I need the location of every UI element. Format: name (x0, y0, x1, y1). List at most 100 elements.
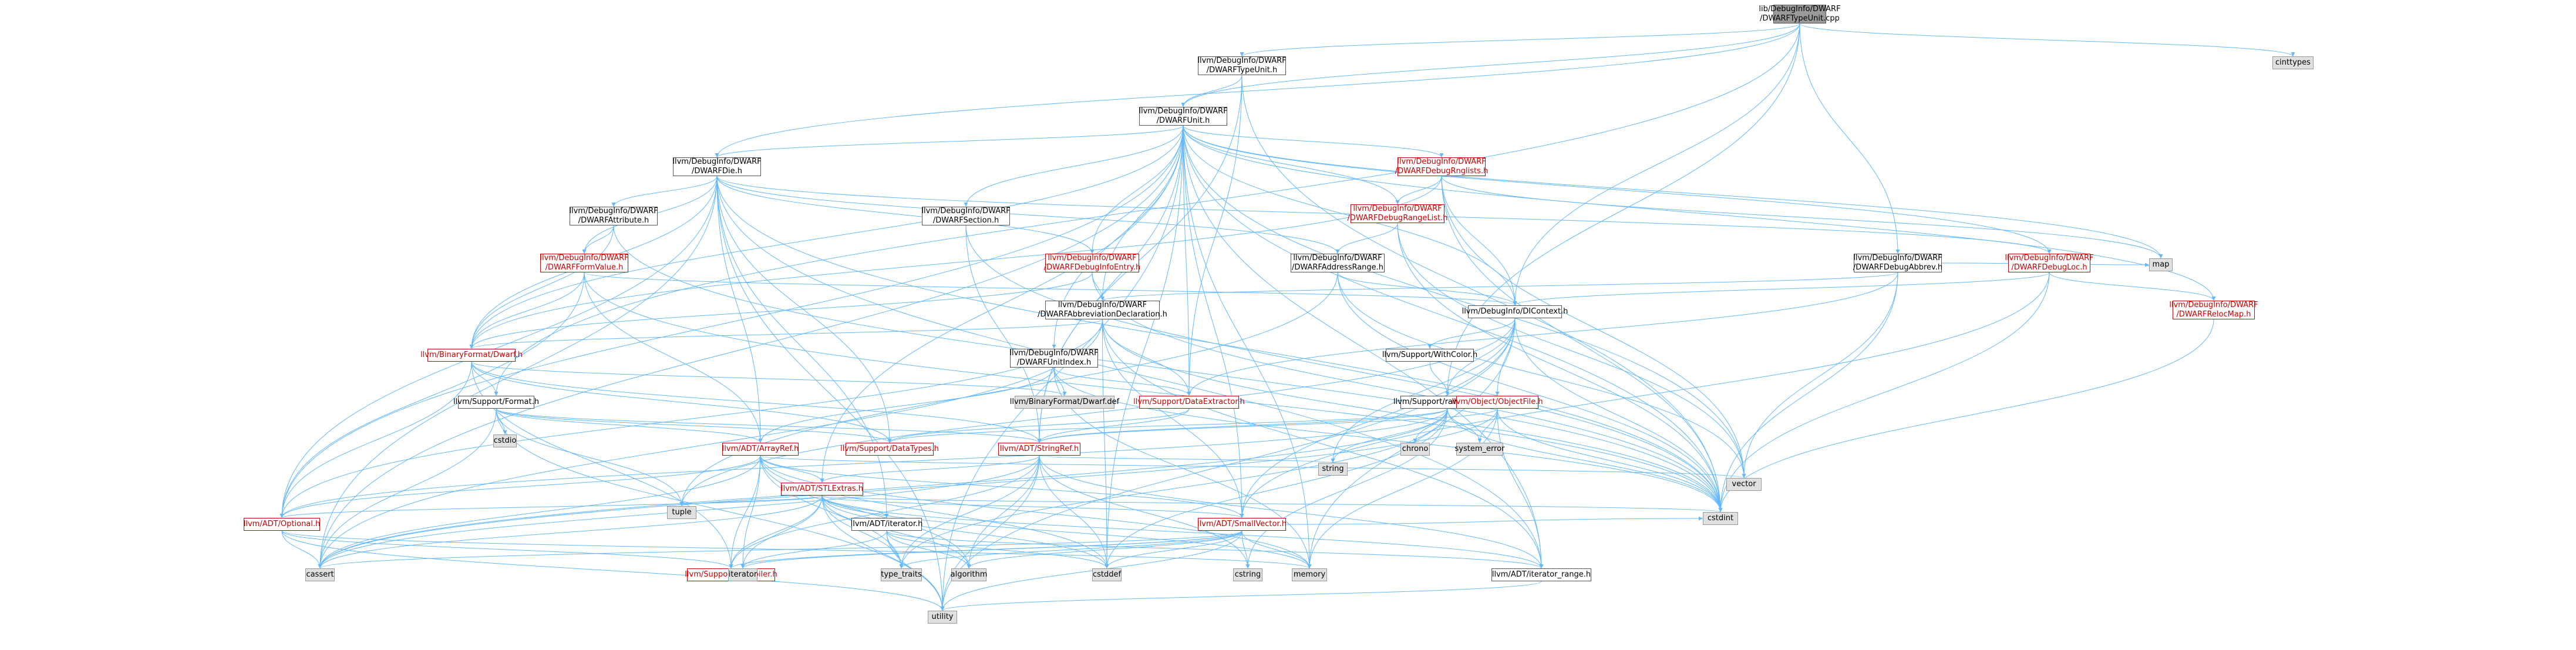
node-stlextras-h[interactable]: llvm/ADT/STLExtras.h (781, 483, 863, 496)
edge-root-to-unit-h (1181, 23, 1800, 107)
edge-attribute-h-to-cstdint (613, 225, 1723, 513)
node-datatypes-h[interactable]: llvm/Support/DataTypes.h (840, 443, 939, 456)
node-unit-h[interactable]: llvm/DebugInfo/DWARF /DWARFUnit.h (1139, 107, 1228, 126)
edge-dicontext-h-to-string (1331, 318, 1516, 463)
node-section-h[interactable]: llvm/DebugInfo/DWARF /DWARFSection.h (921, 207, 1011, 225)
edge-attribute-h-to-formvalue-h (582, 225, 614, 254)
edge-typeunit-h-to-unit-h (1181, 75, 1242, 107)
edge-smallvector-h-to-cstring (1241, 530, 1250, 569)
edge-formvalue-h-to-dicontext-h (584, 272, 1517, 306)
node-iterator-h[interactable]: llvm/ADT/iterator.h (851, 518, 922, 531)
node-optional-h[interactable]: llvm/ADT/Optional.h (244, 518, 320, 531)
node-cstring: cstring (1233, 568, 1262, 581)
node-vector: vector (1726, 478, 1762, 491)
edge-abbrevdecl-h-to-cstddef (1102, 319, 1109, 569)
edge-arrayref-h-to-cstddef (760, 455, 1109, 569)
edge-arrayref-h-to-memory (760, 455, 1312, 569)
edge-debugloc-h-to-relocmap-h (2049, 272, 2216, 301)
edge-smallvector-h-to-iterator (740, 530, 1242, 569)
edge-dataextractor-h-to-stringref-h (1037, 408, 1190, 443)
edge-debugloc-h-to-cstdint (1718, 272, 2050, 513)
node-addrrange-h[interactable]: llvm/DebugInfo/DWARF /DWARFAddressRange.… (1291, 254, 1385, 272)
node-unitindex-h[interactable]: llvm/DebugInfo/DWARF /DWARFUnitIndex.h (1009, 349, 1099, 368)
node-typeunit-h[interactable]: llvm/DebugInfo/DWARF /DWARFTypeUnit.h (1197, 56, 1287, 75)
edge-unit-h-to-cstddef (1105, 125, 1184, 569)
node-root: lib/DebugInfo/DWARF /DWARFTypeUnit.cpp (1759, 5, 1841, 23)
edge-root-to-debugabbrev-h (1799, 23, 1900, 254)
edge-formvalue-h-to-cstdint (584, 272, 1723, 513)
edge-dwarf-h-to-stringref-h (471, 361, 1042, 443)
edge-format-h-to-cassert (318, 408, 497, 569)
edge-rangelist-h-to-addrrange-h (1335, 223, 1398, 254)
node-infoentry-h[interactable]: llvm/DebugInfo/DWARF /DWARFDebugInfoEntr… (1043, 254, 1141, 272)
edge-abbrevdecl-h-to-smallvector-h (1102, 319, 1244, 518)
edge-raw-ostream-h-to-datatypes-h (887, 408, 1448, 443)
edge-raw-ostream-h-to-cassert (318, 408, 1448, 569)
edge-infoentry-h-to-cstdint (1092, 272, 1723, 513)
edge-dwarf-h-to-optional-h (280, 361, 472, 518)
edge-stringref-h-to-cstring (1039, 455, 1250, 569)
node-tuple: tuple (667, 506, 696, 519)
edge-raw-ostream-h-to-cstring (1245, 408, 1448, 569)
edge-die-h-to-iterator-range-h (716, 176, 1544, 569)
node-attribute-h[interactable]: llvm/DebugInfo/DWARF /DWARFAttribute.h (569, 207, 658, 225)
node-arrayref-h[interactable]: llvm/ADT/ArrayRef.h (722, 443, 799, 456)
edge-unit-h-to-iterator-range-h (1183, 125, 1544, 569)
node-relocmap-h[interactable]: llvm/DebugInfo/DWARF /DWARFRelocMap.h (2169, 301, 2258, 319)
edge-stringref-h-to-utility (940, 455, 1040, 611)
edge-format-h-to-arrayref-h (496, 408, 763, 443)
edge-die-h-to-attribute-h (611, 176, 718, 207)
edge-stringref-h-to-type-traits (899, 455, 1040, 569)
node-debugabbrev-h[interactable]: llvm/DebugInfo/DWARF /DWARFDebugAbbrev.h (1853, 254, 1943, 272)
node-format-h[interactable]: llvm/Support/Format.h (453, 396, 539, 409)
node-stringref-h[interactable]: llvm/ADT/StringRef.h (998, 443, 1080, 456)
edge-unit-h-to-debugloc-h (1183, 125, 2052, 254)
node-rangelist-h[interactable]: llvm/DebugInfo/DWARF /DWARFDebugRangeLis… (1347, 204, 1448, 223)
edge-unit-h-to-rangelist-h (1183, 125, 1400, 205)
node-utility: utility (928, 611, 957, 624)
node-debugloc-h[interactable]: llvm/DebugInfo/DWARF /DWARFDebugLoc.h (2005, 254, 2094, 272)
edge-stlextras-h-to-cstddef (821, 495, 1109, 569)
edge-dwarf-h-to-format-h (471, 361, 499, 396)
edge-arrayref-h-to-type-traits (760, 455, 904, 569)
edge-debugabbrev-h-to-vector (1742, 272, 1898, 479)
edge-dicontext-h-to-withcolor-h (1427, 318, 1516, 349)
edge-raw-ostream-h-to-stringref-h (1037, 408, 1448, 443)
node-die-h[interactable]: llvm/DebugInfo/DWARF /DWARFDie.h (672, 157, 762, 176)
edge-addrrange-h-to-vector (1337, 272, 1746, 479)
node-abbrevdecl-h[interactable]: llvm/DebugInfo/DWARF /DWARFAbbreviationD… (1038, 301, 1167, 319)
node-dataextractor-h[interactable]: llvm/Support/DataExtractor.h (1133, 396, 1245, 409)
edge-objectfile-h-to-cassert (318, 408, 1498, 569)
node-objectfile-h[interactable]: llvm/Object/ObjectFile.h (1452, 396, 1543, 409)
edge-dicontext-h-to-cstdint (1514, 318, 1723, 513)
edge-rnglists-h-to-dicontext-h (1441, 176, 1517, 306)
edge-stringref-h-to-iterator-range-h (1039, 455, 1544, 569)
edge-addrrange-h-to-dicontext-h (1337, 272, 1517, 306)
edge-abbrevdecl-h-to-dwarf-h (469, 319, 1103, 349)
node-smallvector-h[interactable]: llvm/ADT/SmallVector.h (1197, 518, 1287, 531)
edge-raw-ostream-h-to-cstddef (1105, 408, 1448, 569)
edge-smallvector-h-to-memory (1241, 530, 1312, 569)
edge-smallvector-h-to-cstddef (1105, 530, 1242, 569)
node-dwarf-h[interactable]: llvm/BinaryFormat/Dwarf.h (420, 349, 523, 362)
node-dicontext-h[interactable]: llvm/DebugInfo/DIContext.h (1462, 305, 1568, 318)
edge-stringref-h-to-stlextras-h (820, 455, 1040, 483)
edge-dataextractor-h-to-datatypes-h (887, 408, 1190, 443)
edge-root-to-typeunit-h (1240, 23, 1800, 57)
node-withcolor-h[interactable]: llvm/Support/WithColor.h (1382, 349, 1477, 362)
edge-unitindex-h-to-cstdint (1053, 367, 1723, 513)
edge-unit-h-to-cstdint (1183, 125, 1723, 513)
edge-formvalue-h-to-dwarf-h (469, 272, 585, 349)
edge-debugabbrev-h-to-dataextractor-h (1187, 272, 1898, 396)
edge-dicontext-h-to-raw-ostream-h (1445, 318, 1516, 396)
edge-stlextras-h-to-smallvector-h (821, 495, 1244, 518)
node-rnglists-h[interactable]: llvm/DebugInfo/DWARF /DWARFDebugRnglists… (1395, 157, 1489, 176)
node-iterator-range-h[interactable]: llvm/ADT/iterator_range.h (1491, 568, 1591, 581)
edge-objectfile-h-to-stringref-h (1037, 408, 1498, 443)
edge-unit-h-to-section-h (964, 125, 1184, 207)
node-formvalue-h[interactable]: llvm/DebugInfo/DWARF /DWARFFormValue.h (540, 254, 629, 272)
edge-unit-h-to-die-h (715, 125, 1184, 158)
node-algorithm: algorithm (951, 568, 987, 581)
edge-unitindex-h-to-dataextractor-h (1053, 367, 1191, 396)
edge-unit-h-to-infoentry-h (1090, 125, 1184, 254)
